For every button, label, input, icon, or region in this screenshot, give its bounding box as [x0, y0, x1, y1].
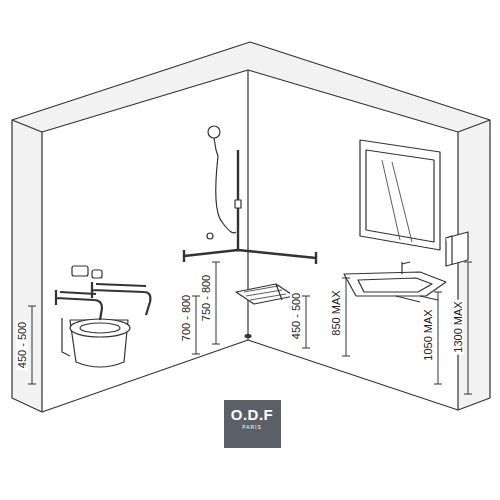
- shower-seat: [236, 284, 294, 338]
- dimension-label: 450 - 500: [16, 320, 28, 370]
- dimension-lines: [28, 262, 472, 394]
- logo-box: O.D.FPARIS: [224, 400, 281, 448]
- dimension-label: 450 - 500: [290, 291, 302, 341]
- dimension-label: 700 - 800: [180, 293, 192, 343]
- dimension-label: 1300 MAX: [452, 299, 464, 354]
- dimension-label: 1050 MAX: [422, 307, 434, 362]
- shower: [184, 126, 316, 264]
- mirror: [360, 140, 440, 250]
- washbasin: [344, 262, 446, 302]
- logo-subtext: PARIS: [230, 424, 275, 431]
- grab-bars: [56, 282, 150, 320]
- toilet: [62, 266, 130, 367]
- wall-top: [12, 120, 490, 132]
- room-outline: [12, 42, 490, 412]
- dimension-label: 850 MAX: [330, 288, 342, 337]
- logo-text: O.D.F: [230, 406, 275, 424]
- soap-dispenser: [446, 232, 468, 266]
- dimension-label: 750 - 800: [200, 273, 212, 323]
